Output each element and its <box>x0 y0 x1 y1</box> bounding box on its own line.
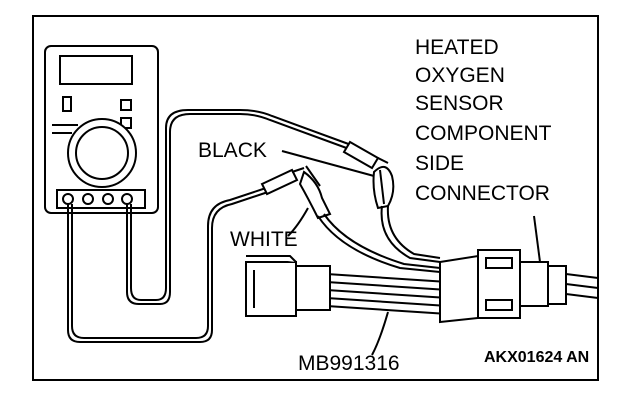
sensor-label-line-5: SIDE <box>415 152 464 175</box>
tool-number-label: MB991316 <box>298 352 400 375</box>
tool-connector <box>439 249 521 324</box>
black-lead-label: BLACK <box>198 139 267 162</box>
leader-lines <box>281 150 541 356</box>
black-probe <box>342 140 389 170</box>
sensor-label-line-1: HEATED <box>415 36 499 59</box>
sensor-connector <box>519 261 599 307</box>
clip-wires <box>317 205 441 273</box>
meter-leads <box>67 109 355 343</box>
sensor-label: HEATED OXYGEN SENSOR COMPONENT SIDE CONN… <box>415 36 552 205</box>
white-lead-label: WHITE <box>230 228 298 251</box>
alligator-clip-icon <box>298 165 395 220</box>
connector-icon <box>245 255 331 317</box>
white-probe <box>260 167 305 196</box>
sensor-label-line-2: OXYGEN <box>415 64 505 87</box>
sensor-label-line-4: COMPONENT <box>415 122 552 145</box>
figure-code: AKX01624 AN <box>484 349 589 366</box>
sensor-label-line-6: CONNECTOR <box>415 182 550 205</box>
sensor-label-line-3: SENSOR <box>415 92 504 115</box>
figure-frame <box>32 15 599 381</box>
multimeter-icon <box>44 45 159 214</box>
